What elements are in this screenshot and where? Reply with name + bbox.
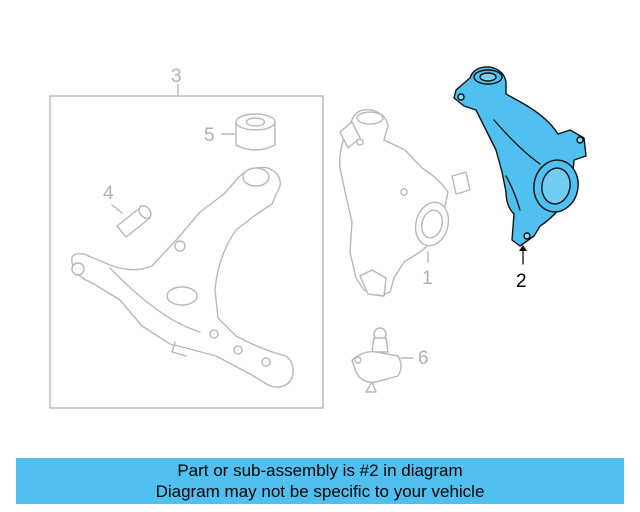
callout-1: 1 [422,268,433,289]
ball-joint-part-6 [351,327,414,393]
sleeve-part-4 [111,204,152,238]
info-banner: Part or sub-assembly is #2 in diagram Di… [16,458,624,504]
callout-5: 5 [204,125,215,146]
steering-knuckle-part-2[interactable] [453,66,587,265]
bushing-part-5 [221,113,276,151]
callout-6: 6 [418,348,429,369]
knuckle-hub-part-1 [339,109,471,297]
control-arm-part-3 [71,166,294,388]
callout-3: 3 [171,66,182,87]
callout-2: 2 [516,271,527,292]
banner-line-1: Part or sub-assembly is #2 in diagram [177,461,463,480]
banner-line-2: Diagram may not be specific to your vehi… [155,482,485,501]
control-arm-assembly-frame [49,84,324,409]
callout-4: 4 [103,183,114,204]
